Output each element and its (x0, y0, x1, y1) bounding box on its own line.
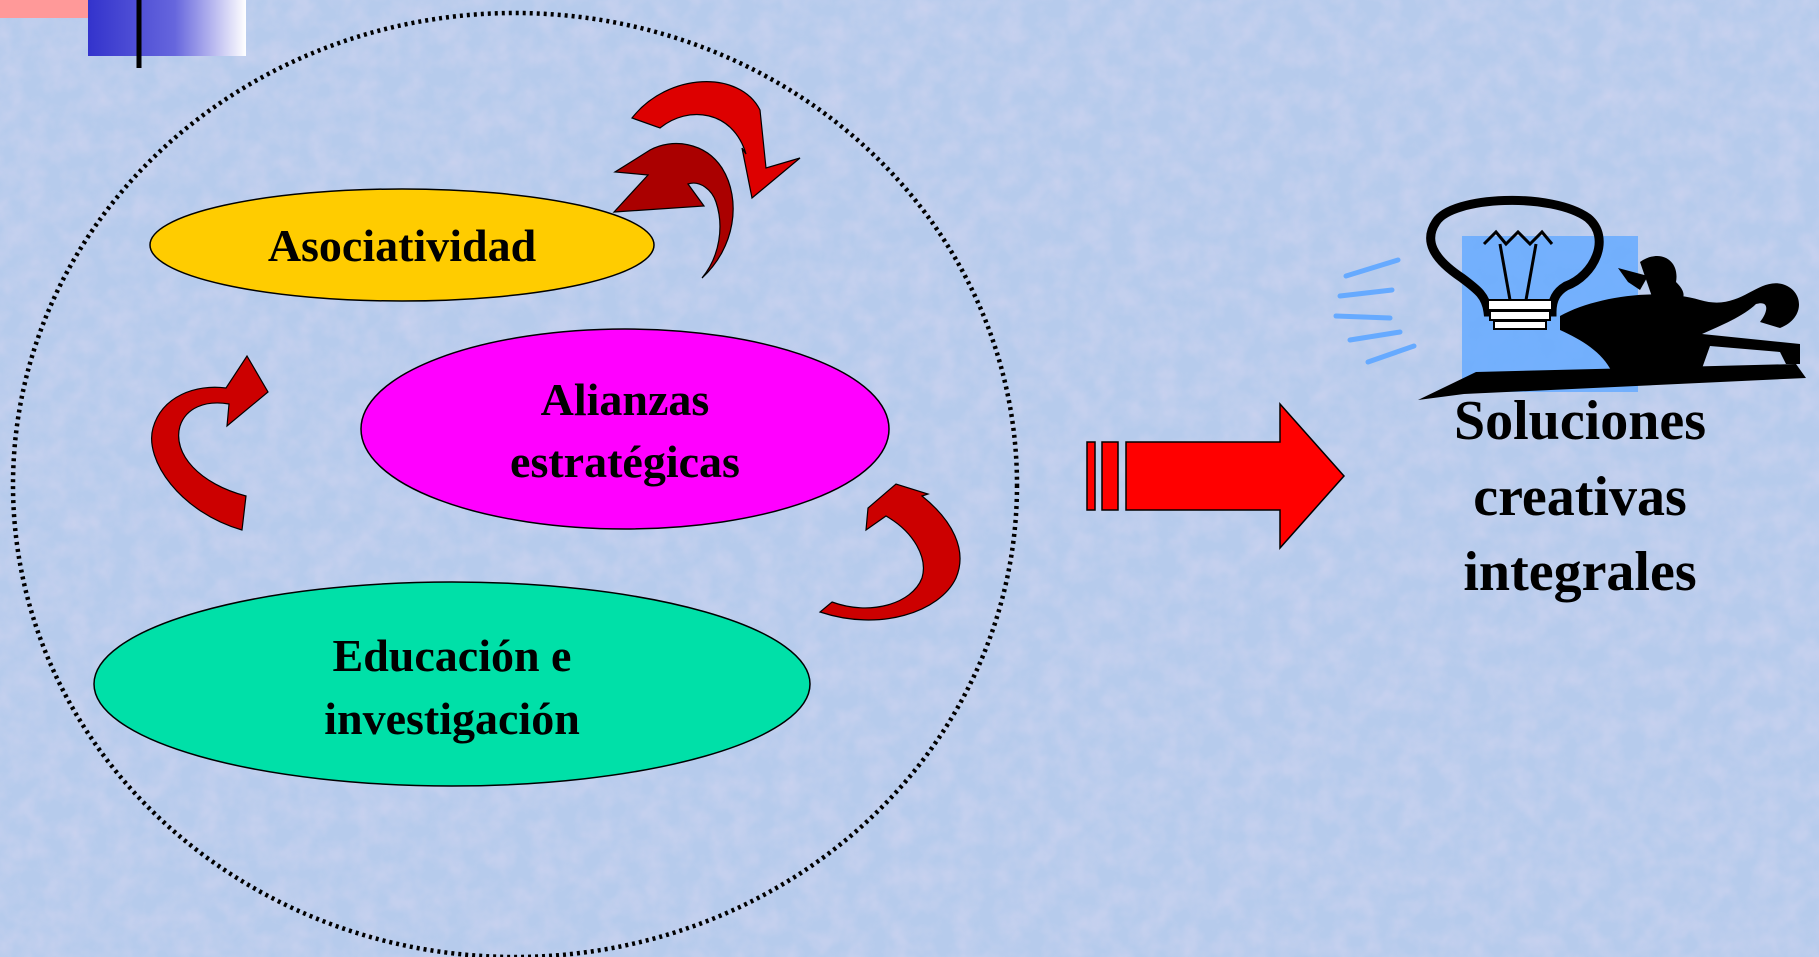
curved-arrow-left-icon (151, 354, 269, 531)
striped-right-arrow-icon (1086, 402, 1346, 550)
node-educacion-shape (93, 581, 811, 787)
lightbulb-thinker-icon (1333, 195, 1806, 400)
node-asociatividad-line-1: Asociatividad (267, 220, 537, 271)
result-label: Soluciones creativas integrales (1380, 384, 1780, 611)
result-line-1: Soluciones (1453, 390, 1707, 452)
node-educacion-label: Educación e investigación (212, 624, 692, 750)
corner-decoration (0, 0, 1795, 68)
curved-arrow-top-right-icon (612, 81, 801, 279)
node-alianzas-label: Alianzas estratégicas (395, 369, 855, 492)
node-alianzas-line-2: estratégicas (510, 435, 740, 487)
node-alianzas-line-1: Alianzas (540, 374, 710, 425)
node-alianzas-shape (360, 328, 890, 530)
node-asociatividad-shape (149, 188, 655, 302)
grouping-circle (10, 10, 1020, 957)
node-asociatividad-label: Asociatividad (150, 218, 654, 274)
node-educacion-line-2: investigación (324, 693, 580, 745)
result-line-2: creativas (1473, 465, 1687, 528)
curved-arrow-bottom-right-icon (818, 483, 961, 621)
node-educacion-line-1: Educación e (332, 630, 572, 681)
result-line-3: integrales (1463, 541, 1697, 604)
